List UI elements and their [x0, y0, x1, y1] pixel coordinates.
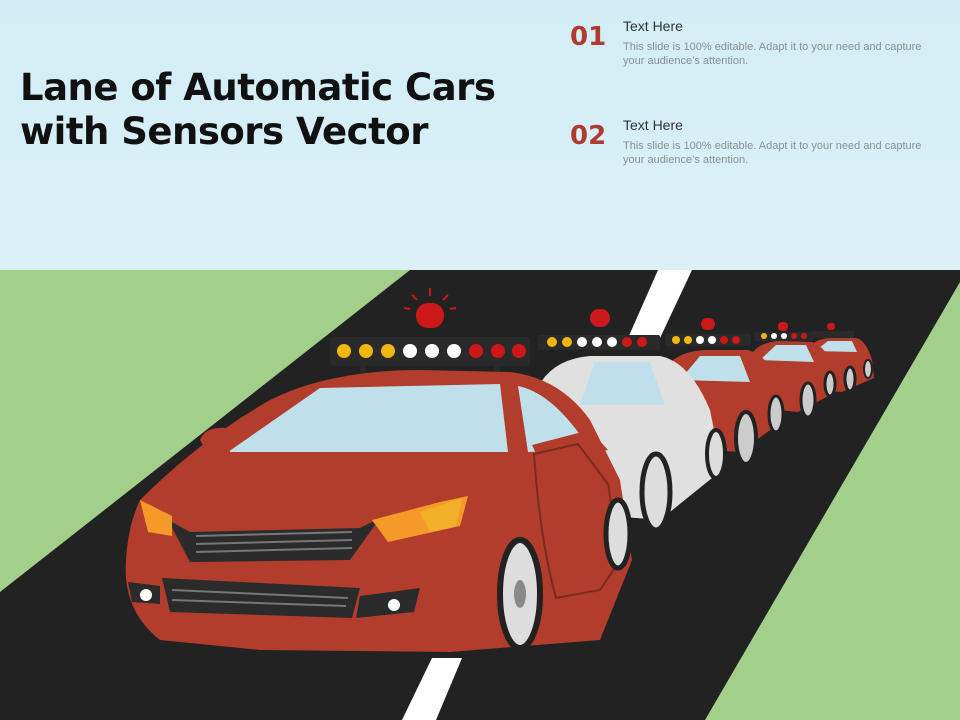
point-heading: Text Here — [623, 117, 683, 133]
windshield — [228, 384, 508, 452]
title-line-1: Lane of Automatic Cars — [20, 66, 496, 109]
point-heading: Text Here — [623, 18, 683, 34]
point-01: 01 Text Here This slide is 100% editable… — [570, 18, 940, 88]
point-body: This slide is 100% editable. Adapt it to… — [623, 41, 922, 67]
point-number: 01 — [570, 22, 607, 52]
lane-marking — [402, 658, 462, 720]
point-02: 02 Text Here This slide is 100% editable… — [570, 117, 940, 187]
rear-wheel — [603, 497, 633, 571]
lane-marking — [628, 270, 692, 338]
siren-icon — [416, 303, 444, 328]
point-number: 02 — [570, 121, 607, 151]
sky-background — [0, 0, 960, 270]
title-line-2: with Sensors Vector — [20, 110, 428, 153]
door-outline — [532, 442, 622, 600]
car-1-front — [125, 288, 633, 652]
point-body: This slide is 100% editable. Adapt it to… — [623, 140, 922, 166]
headlight-left — [140, 500, 172, 536]
